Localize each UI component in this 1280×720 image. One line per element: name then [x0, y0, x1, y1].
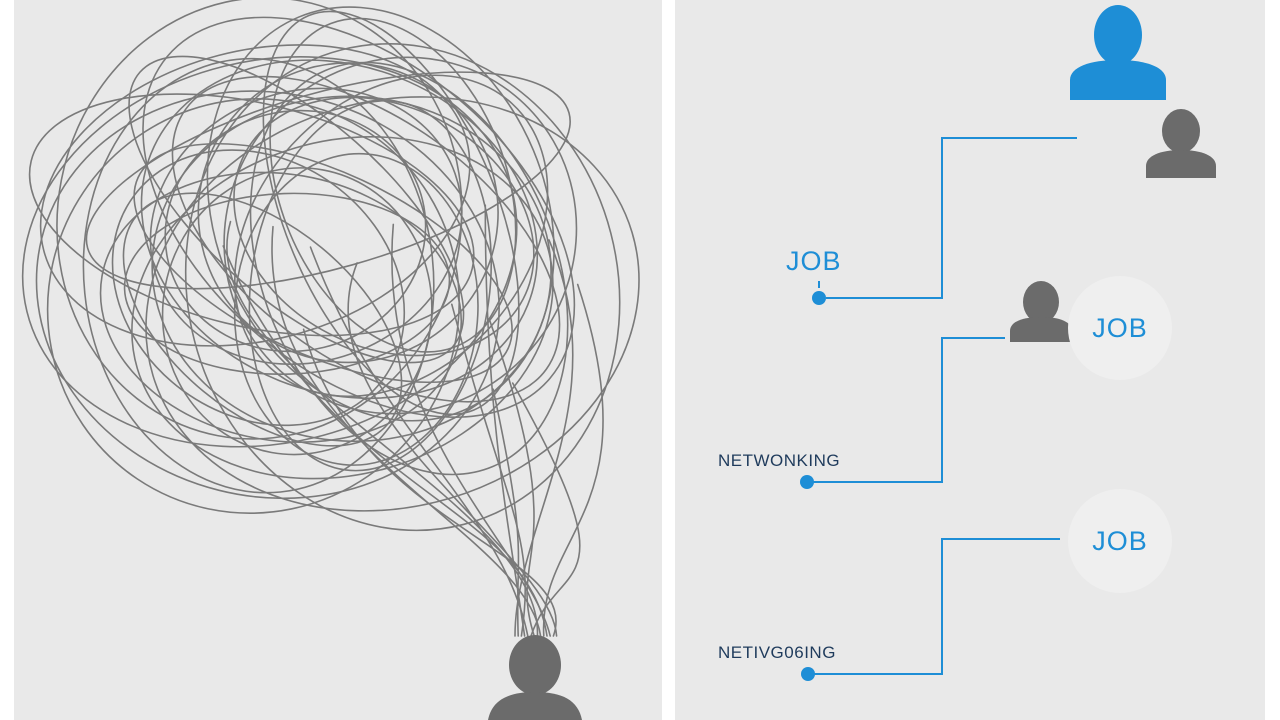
tangle-strand: [347, 262, 558, 637]
node-dot-1: [812, 291, 826, 305]
person-icon: [488, 635, 582, 720]
tangle-strand: [309, 246, 529, 637]
networking-label-2: NETIVG06ING: [718, 643, 836, 662]
networking-label-1: NETWONKING: [718, 451, 841, 470]
connector-line-2: [810, 337, 1005, 483]
tangle-loop: [28, 93, 475, 337]
tangle-loop: [111, 149, 406, 427]
tangle-loop: [262, 10, 520, 416]
tangle-loop: [269, 17, 517, 353]
tangle-strand: [271, 225, 542, 637]
person-icon-gray: [1010, 281, 1072, 342]
job-badge-label: JOB: [1092, 312, 1148, 343]
node-dot-3: [801, 667, 815, 681]
tangle-strand: [391, 223, 551, 637]
tangle-loop: [142, 16, 576, 418]
tangle-loop: [234, 74, 549, 398]
tangled-lines: [21, 0, 640, 637]
node-dot-2: [800, 475, 814, 489]
job-badge-label: JOB: [1092, 525, 1148, 556]
left-panel: [14, 0, 662, 720]
tangle-loop: [171, 75, 561, 403]
tangle-loop: [56, 0, 463, 440]
tangle-loop: [164, 109, 427, 353]
tangle-loop: [197, 62, 499, 364]
tangle-loop: [145, 96, 640, 512]
tangle-strand: [514, 239, 574, 637]
person-icon-blue: [1070, 5, 1166, 100]
tangle-loop: [46, 98, 460, 514]
tangle-loop: [39, 44, 471, 347]
tangle-loop: [99, 171, 463, 443]
tangle-loop: [82, 57, 435, 494]
tangle-strand: [302, 328, 557, 637]
job-badge-2: JOB: [1068, 489, 1172, 593]
tangle-strand: [226, 220, 539, 637]
tangle-loop: [223, 56, 578, 415]
connector-line-3: [810, 538, 1060, 675]
tangle-strand: [492, 388, 520, 637]
job-label: JOB: [786, 246, 842, 276]
tangle-strand: [542, 283, 604, 637]
job-badge-1: JOB: [1068, 276, 1172, 380]
person-icon-gray: [1146, 109, 1216, 178]
connector-line-1: [826, 137, 1077, 299]
tangle-loop: [184, 43, 621, 532]
tangle-loop: [85, 71, 571, 290]
tangle-strand: [488, 319, 535, 637]
tangle-loop: [123, 192, 451, 376]
tangle-loop: [140, 59, 539, 400]
tangle-loop: [249, 61, 569, 476]
tangle-loop: [131, 135, 554, 480]
